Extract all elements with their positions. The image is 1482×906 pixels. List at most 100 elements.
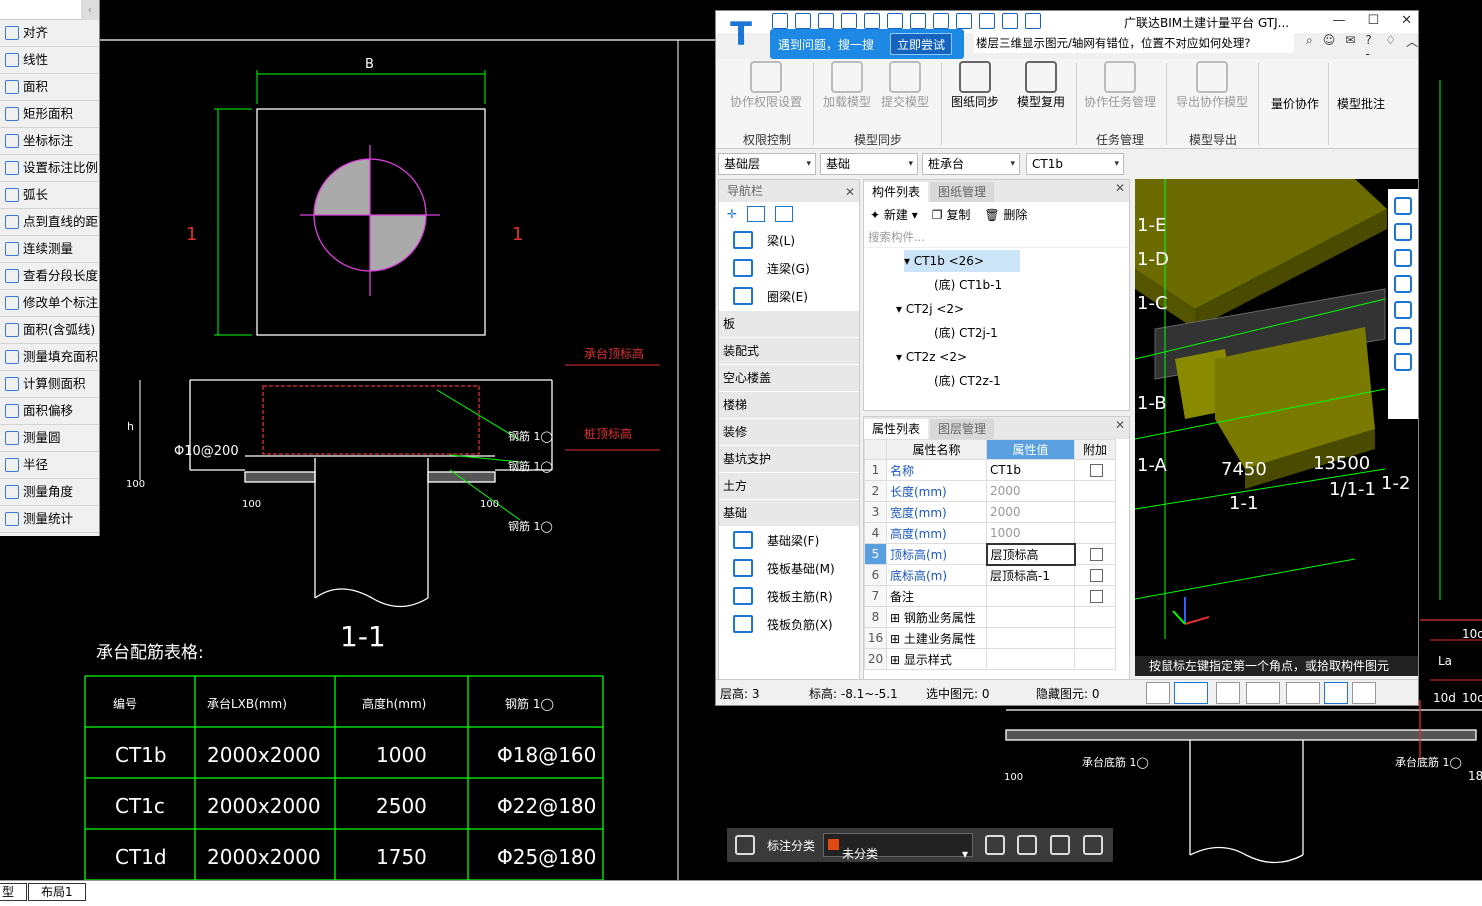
nav-category[interactable]: 土方: [719, 472, 859, 499]
floor-select[interactable]: 基础层: [718, 153, 816, 175]
clipboard-icon[interactable]: [1394, 353, 1412, 371]
tool-item[interactable]: 矩形面积: [0, 101, 99, 128]
price-collab-button[interactable]: 量价协作: [1270, 97, 1319, 111]
angle-icon[interactable]: [1246, 682, 1280, 704]
copy-icon[interactable]: [1050, 835, 1070, 855]
nav-category[interactable]: 空心楼盖: [719, 364, 859, 391]
redo-icon[interactable]: [864, 13, 880, 29]
type-select[interactable]: 基础: [820, 153, 918, 175]
tab-drawing-manage[interactable]: 图纸管理: [930, 182, 995, 202]
subtype-select[interactable]: 桩承台: [922, 153, 1020, 175]
nav-item[interactable]: 基础梁(F): [719, 526, 859, 554]
tool-item[interactable]: 对齐: [0, 20, 99, 47]
export-collab-button[interactable]: 导出协作模型: [1174, 59, 1250, 110]
grid-menu-icon[interactable]: [735, 835, 755, 855]
load-model-button[interactable]: 加载模型: [821, 59, 873, 110]
sync-icon[interactable]: [1025, 13, 1041, 29]
snap-icon[interactable]: [1174, 682, 1208, 704]
attach-checkbox[interactable]: [1090, 589, 1103, 603]
2d-icon[interactable]: [1394, 223, 1412, 241]
shirt-icon[interactable]: ♢: [1385, 33, 1396, 47]
nav-item[interactable]: 圈梁(E): [719, 282, 859, 310]
tool-item[interactable]: 半径: [0, 452, 99, 479]
expand-icon[interactable]: ⊞: [890, 631, 904, 646]
nav-category[interactable]: 板: [719, 310, 859, 337]
tab-layer-manage[interactable]: 图层管理: [930, 419, 995, 439]
nav-item[interactable]: 筏板主筋(R): [719, 582, 859, 610]
layers-icon[interactable]: [956, 13, 972, 29]
tool-item[interactable]: 测量统计: [0, 506, 99, 533]
tool-item[interactable]: 面积: [0, 74, 99, 101]
tool-item[interactable]: 面积偏移: [0, 398, 99, 425]
tool-item[interactable]: 坐标标注: [0, 128, 99, 155]
nav-item[interactable]: 筏板负筋(X): [719, 610, 859, 638]
open-icon[interactable]: [795, 13, 811, 29]
close-icon[interactable]: ✕: [844, 185, 855, 199]
tool-item[interactable]: 弧长: [0, 182, 99, 209]
cube-icon[interactable]: [1394, 275, 1412, 293]
close-icon[interactable]: ✕: [1114, 181, 1125, 195]
dim-icon[interactable]: [1286, 682, 1320, 704]
tree-node[interactable]: ▾ CT2j <2>: [896, 302, 965, 316]
nav-category[interactable]: 装配式: [719, 337, 859, 364]
report-icon[interactable]: [1002, 13, 1018, 29]
tool-item[interactable]: 面积(含弧线): [0, 317, 99, 344]
undo-icon[interactable]: [841, 13, 857, 29]
copy-button[interactable]: ❐ 复制: [931, 207, 971, 222]
3d-viewport[interactable]: 1-E 1-D 1-C 1-A 7450 13500 1/1-1 1-2 1-1…: [1135, 179, 1418, 676]
submit-model-button[interactable]: 提交模型: [879, 59, 931, 110]
search-icon[interactable]: ⌕: [1306, 33, 1313, 47]
save-icon[interactable]: [772, 13, 788, 29]
nav-category[interactable]: 装修: [719, 418, 859, 445]
table-icon[interactable]: [933, 13, 949, 29]
collab-task-button[interactable]: 协作任务管理: [1082, 59, 1158, 110]
delete-button[interactable]: 🗑 删除: [984, 207, 1028, 222]
help-icon[interactable]: ?-: [1365, 33, 1372, 61]
collapse-icon[interactable]: ‹: [81, 0, 99, 20]
component-search-input[interactable]: 搜索构件...: [864, 226, 1129, 248]
tab-layout1[interactable]: 布局1: [28, 883, 86, 901]
drawing-sync-button[interactable]: 图纸同步: [948, 59, 1002, 110]
tool-item[interactable]: 计算侧面积: [0, 371, 99, 398]
list-view-icon[interactable]: [747, 206, 766, 222]
nav-item[interactable]: 连梁(G): [719, 254, 859, 282]
collab-permission-button[interactable]: 协作权限设置: [726, 59, 806, 110]
tab-model[interactable]: 型: [0, 883, 28, 901]
tab-component-list[interactable]: 构件列表: [864, 182, 929, 202]
calc-icon[interactable]: [979, 13, 995, 29]
annotation-category-select[interactable]: 未分类▾: [823, 833, 973, 861]
3d-icon[interactable]: [1394, 249, 1412, 267]
nav-category[interactable]: 基坑支护: [719, 445, 859, 472]
move-icon[interactable]: [1017, 835, 1037, 855]
close-icon[interactable]: ✕: [1401, 13, 1412, 28]
attach-checkbox[interactable]: [1090, 463, 1103, 477]
view-cube-icon[interactable]: [1394, 327, 1412, 345]
tree-leaf[interactable]: (底) CT2z-1: [934, 374, 1001, 388]
expand-icon[interactable]: ⊞: [890, 652, 904, 667]
tool-item[interactable]: 点到直线的距离: [0, 209, 99, 236]
property-row[interactable]: 20⊞ 显示样式: [864, 648, 1116, 670]
edit-icon[interactable]: [985, 835, 1005, 855]
user-icon[interactable]: ☺: [1322, 33, 1336, 47]
nav-item[interactable]: 梁(L): [719, 226, 859, 254]
attach-checkbox[interactable]: [1090, 547, 1104, 561]
grid-icon[interactable]: [910, 13, 926, 29]
tool-item[interactable]: 线性: [0, 47, 99, 74]
tree-leaf[interactable]: (底) CT2j-1: [934, 326, 998, 340]
orbit-icon[interactable]: [1394, 197, 1412, 215]
tree-node[interactable]: ▾ CT2z <2>: [896, 350, 968, 364]
nav-category[interactable]: 基础: [719, 499, 859, 526]
property-row[interactable]: 16⊞ 土建业务属性: [864, 627, 1116, 649]
collapse-ribbon-icon[interactable]: ︿: [1405, 35, 1418, 49]
tree-node[interactable]: ▾ CT1b <26>: [904, 250, 1020, 272]
file-icon[interactable]: [818, 13, 834, 29]
try-now-button[interactable]: 立即尝试: [890, 33, 953, 55]
pin-icon[interactable]: ✛: [727, 207, 738, 221]
model-reuse-button[interactable]: 模型复用: [1014, 59, 1068, 110]
tree-leaf[interactable]: (底) CT1b-1: [934, 278, 1003, 292]
